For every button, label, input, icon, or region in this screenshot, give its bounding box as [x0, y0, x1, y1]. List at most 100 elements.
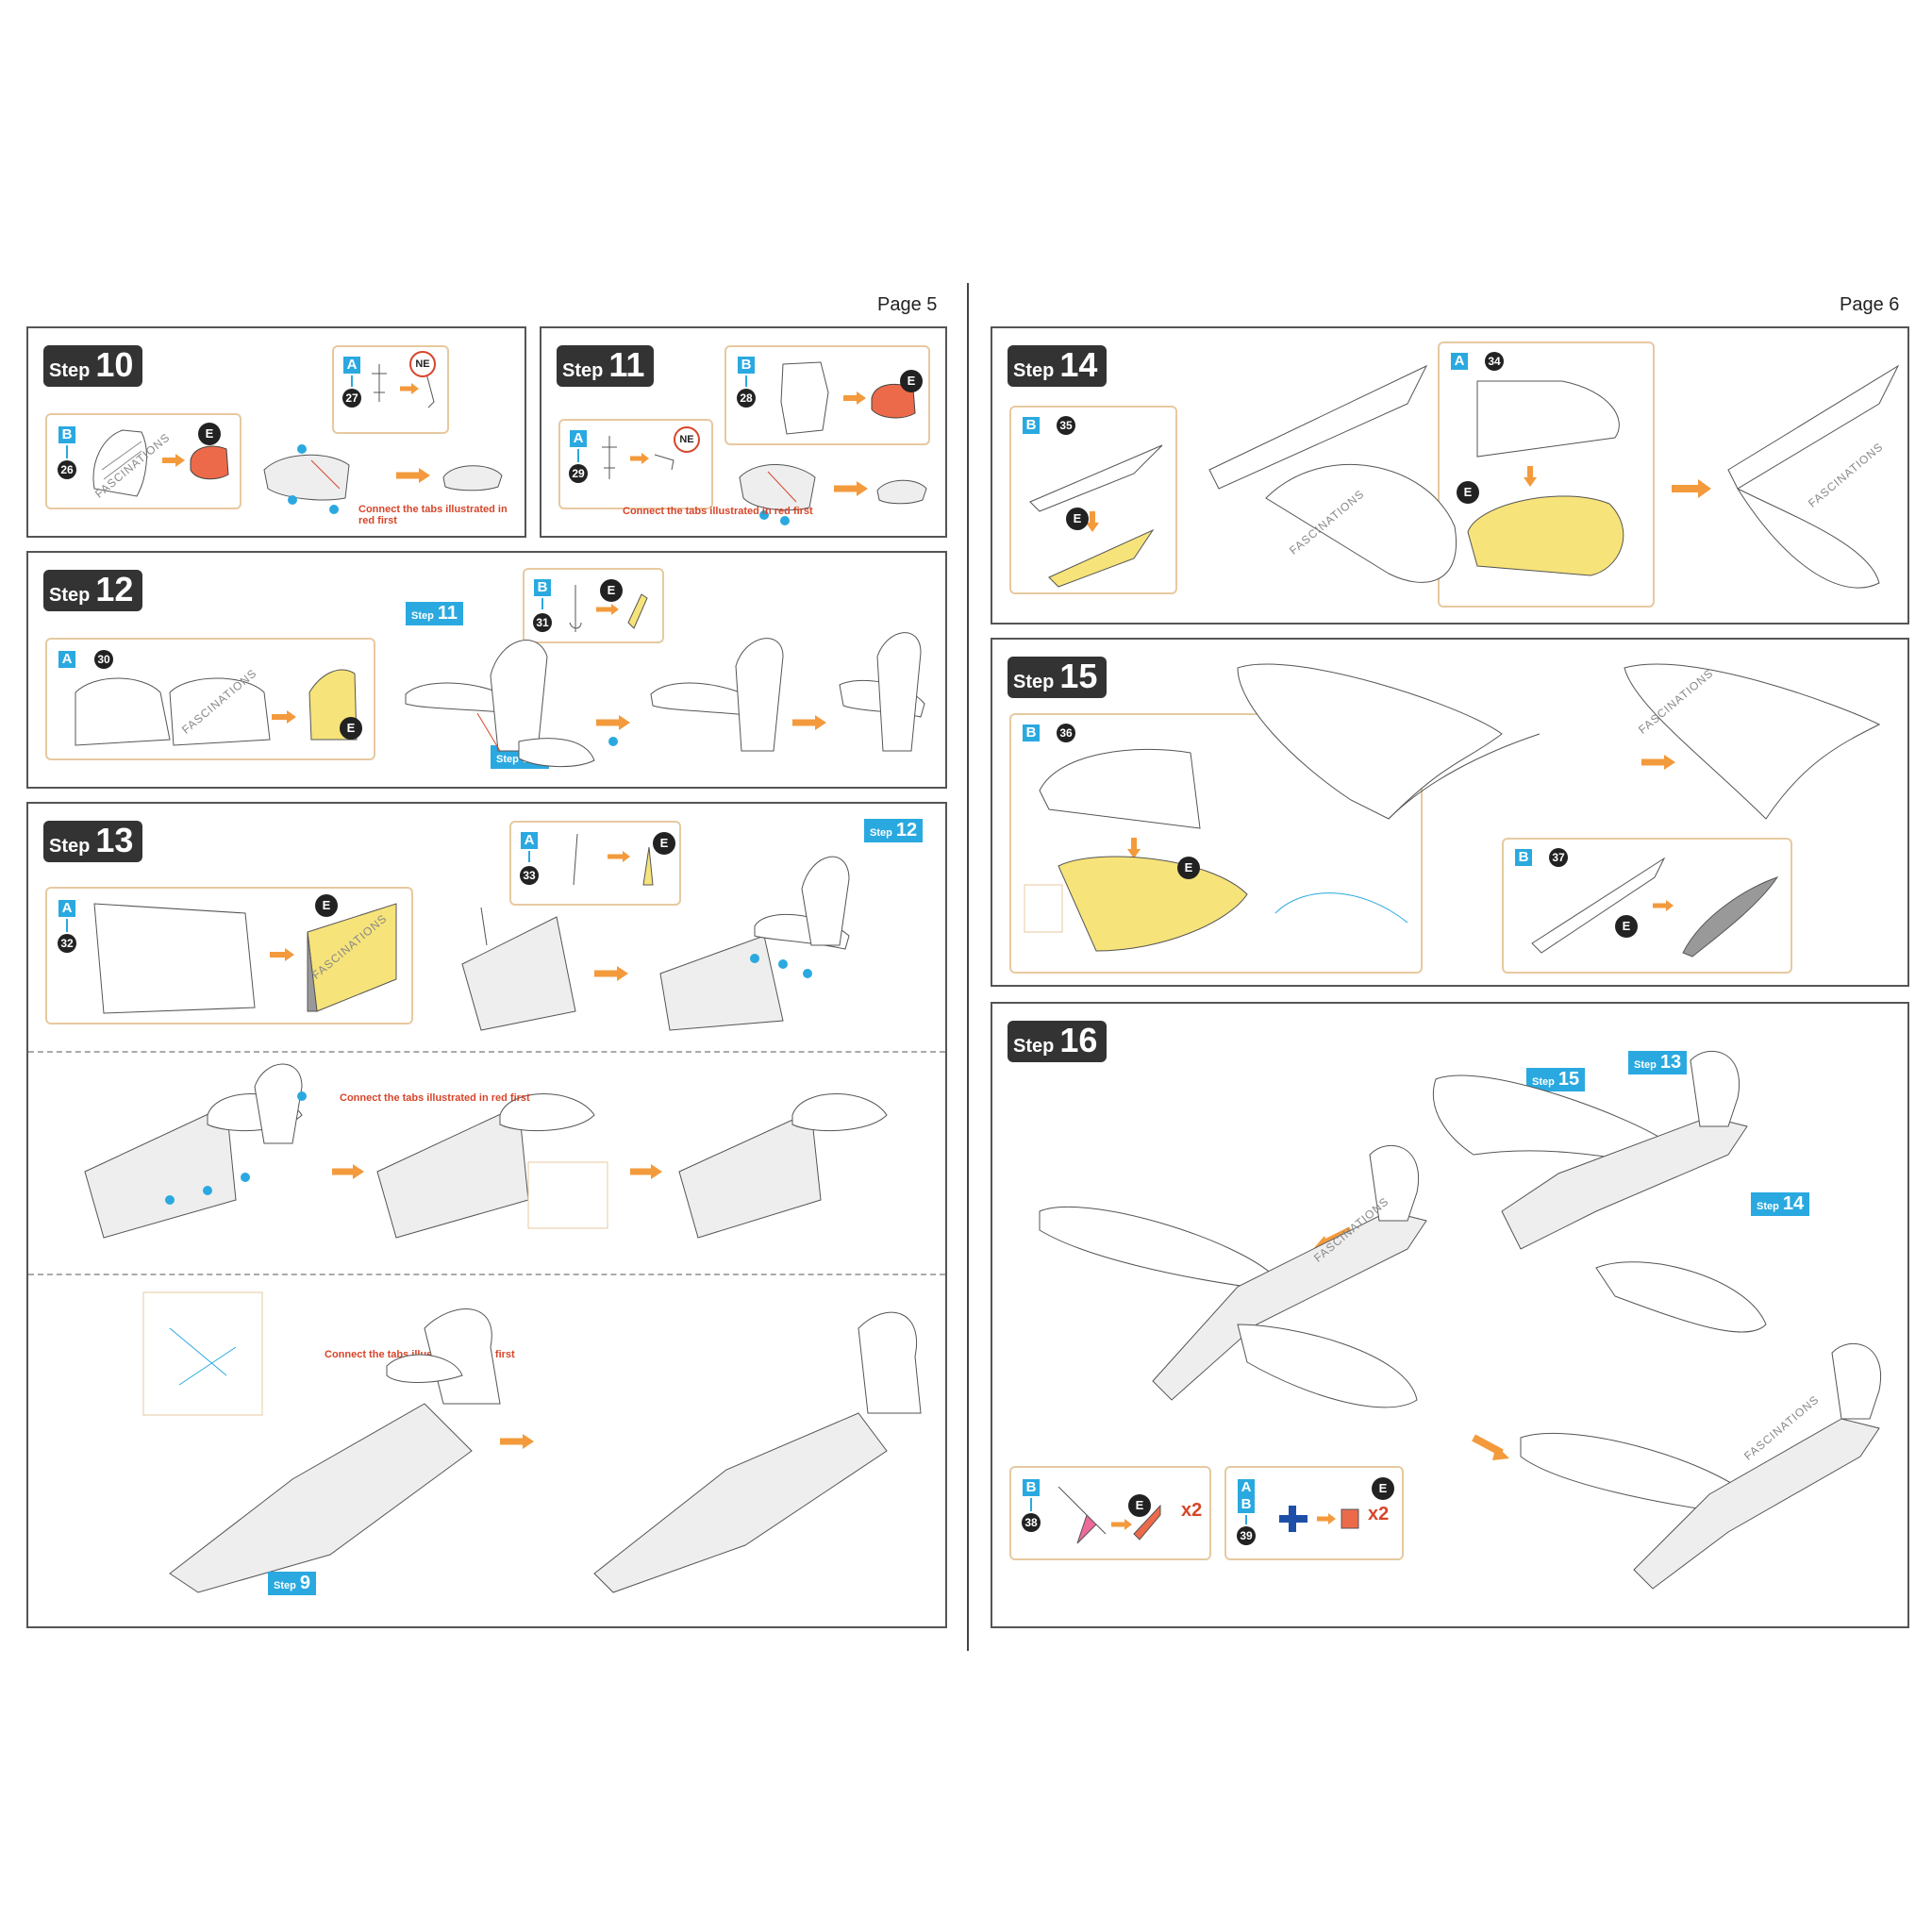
page-number-right: Page 6	[1840, 294, 1900, 315]
step-word: Step	[562, 360, 604, 381]
step-14-part-b-box: B 35 E	[1009, 406, 1177, 594]
marker-e: E	[600, 579, 623, 602]
marker-e: E	[340, 717, 362, 740]
step-12-part-b-box: B 31 E	[523, 568, 664, 643]
marker-e: E	[1177, 857, 1200, 879]
connector-line	[745, 375, 747, 387]
step-16-part-b-box: B 38 E x2	[1009, 1466, 1211, 1560]
step-word: Step	[1013, 360, 1055, 381]
ref-number: 12	[895, 820, 918, 841]
connector-line	[351, 375, 353, 387]
part-number: 33	[520, 866, 539, 885]
step-number: 10	[95, 345, 134, 384]
quantity-label: x2	[1368, 1504, 1390, 1524]
step-number: 15	[1059, 657, 1098, 695]
sheet-letter: B	[1023, 724, 1040, 741]
marker-e: E	[1066, 508, 1089, 530]
sheet-letter: A	[570, 430, 587, 447]
part-number: 28	[737, 389, 756, 408]
row-separator	[28, 1274, 945, 1275]
step-16-part-ab-box: A B 39 E x2	[1224, 1466, 1404, 1560]
part-number: 36	[1057, 724, 1075, 742]
step-word: Step	[1013, 1036, 1055, 1057]
part-28-drawing	[780, 361, 916, 435]
step-13-part-a2-box: A 33 E	[509, 821, 681, 906]
connector-line	[541, 598, 543, 609]
part-35-drawing	[1029, 444, 1163, 588]
step-word: Step	[870, 827, 892, 839]
step-11-part-b-box: B 28 E	[724, 345, 930, 445]
ref-number: 14	[1782, 1193, 1805, 1214]
part-37-drawing	[1531, 857, 1779, 958]
part-27-drawing	[372, 364, 435, 408]
part-number: 35	[1057, 416, 1075, 435]
part-number: 34	[1485, 352, 1504, 371]
ref-number: 15	[1557, 1069, 1580, 1090]
page-divider	[967, 283, 969, 1651]
row-separator	[28, 1051, 945, 1053]
part-number: 30	[94, 650, 113, 669]
step-10-part-a-box: A 27 NE	[332, 345, 449, 434]
marker-e: E	[1372, 1477, 1394, 1500]
part-number: 27	[342, 389, 361, 408]
sheet-letter: A	[521, 832, 538, 849]
sheet-letter: B	[1023, 1479, 1040, 1496]
page-number-left: Page 5	[877, 294, 938, 315]
part-36-drawing	[1024, 748, 1408, 952]
step-14-assembly	[1208, 364, 1900, 589]
step-number: 16	[1059, 1021, 1098, 1059]
sheet-letter: B	[738, 357, 755, 374]
step-word: Step	[496, 754, 519, 765]
part-39-drawing	[1279, 1506, 1359, 1532]
part-30-drawing	[75, 669, 358, 746]
step-number: 11	[608, 345, 645, 384]
marker-ne: NE	[409, 351, 436, 377]
step-number: 12	[95, 570, 134, 608]
part-number: 32	[58, 934, 76, 953]
step-word: Step	[49, 585, 91, 606]
connector-line	[577, 449, 579, 462]
step-13-row2-assembly	[84, 1063, 888, 1239]
step-word: Step	[1757, 1201, 1779, 1212]
step-16-assembly	[1039, 1051, 1882, 1590]
quantity-label: x2	[1181, 1500, 1203, 1521]
step-11-assembly	[739, 464, 927, 525]
marker-e: E	[1615, 915, 1638, 938]
ref-number: 9	[299, 1573, 310, 1593]
part-26-drawing	[92, 429, 229, 497]
marker-e: E	[1457, 481, 1479, 504]
sheet-letter: B	[1023, 417, 1040, 434]
step-12-part-a-box: A 30 E	[45, 638, 375, 760]
sheet-letter-2: B	[1238, 1496, 1255, 1513]
step-10-part-b-box: B 26 E	[45, 413, 242, 509]
step-word: Step	[1634, 1059, 1657, 1071]
step-number: 13	[95, 821, 134, 859]
step-10-assembly	[263, 444, 503, 514]
step-word: Step	[49, 360, 91, 381]
step-13-row3-assembly	[142, 1291, 922, 1593]
step-13-row1-assembly	[461, 856, 850, 1031]
step-11-part-a-box: A 29 NE	[558, 419, 713, 509]
step-15-part-b2-box: B 37 E	[1502, 838, 1792, 974]
part-number: 39	[1237, 1526, 1256, 1545]
part-number: 31	[533, 613, 552, 632]
sheet-letter: A	[343, 357, 360, 374]
part-number: 26	[58, 460, 76, 479]
step-14-part-a-box: A 34 E	[1438, 341, 1655, 608]
connector-line	[1245, 1515, 1247, 1524]
marker-e: E	[315, 894, 338, 917]
